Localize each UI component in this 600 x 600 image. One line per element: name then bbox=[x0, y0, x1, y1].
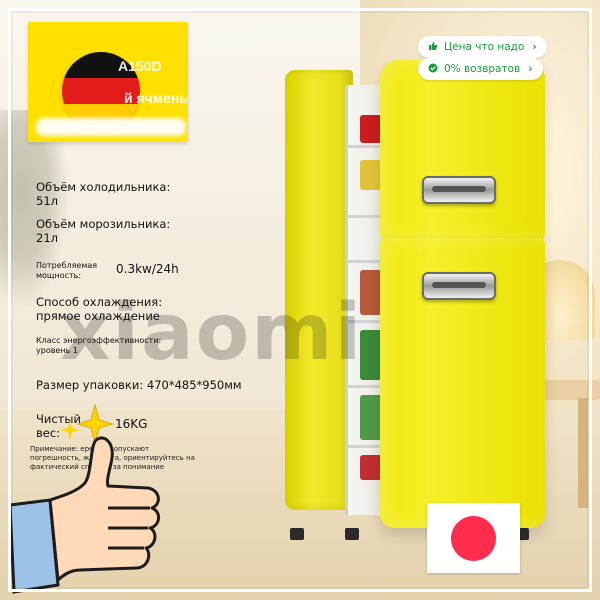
japan-flag-sun bbox=[451, 516, 496, 561]
fridge-shelf bbox=[345, 145, 390, 148]
table-leg bbox=[578, 398, 588, 508]
fridge-shelf bbox=[345, 320, 390, 323]
fridge-shelf bbox=[345, 215, 390, 218]
banner-subtitle: й ячмень bbox=[124, 90, 188, 106]
fridge-shelf bbox=[345, 260, 390, 263]
returns-badge[interactable]: 0% возвратов › bbox=[418, 58, 543, 80]
spec-power-value: 0.3kw/24h bbox=[116, 262, 179, 276]
fridge-foot bbox=[290, 528, 304, 540]
returns-badge-label: 0% возвратов bbox=[444, 63, 521, 75]
fridge-side-panel bbox=[285, 70, 353, 510]
chevron-right-icon: › bbox=[532, 41, 537, 53]
spec-energy-class: Класс энергоэффективности: уровень 1 bbox=[36, 336, 162, 355]
background-plant bbox=[0, 110, 70, 310]
thumbs-up-icon bbox=[428, 41, 438, 54]
spec-net-weight-value: 16KG bbox=[115, 417, 148, 431]
fridge-freezer-door bbox=[380, 60, 545, 240]
spec-power-label: Потребляемая мощность: bbox=[36, 261, 98, 280]
circle-check-icon bbox=[428, 63, 438, 76]
price-badge[interactable]: Цена что надо › bbox=[418, 36, 547, 58]
food-item bbox=[360, 115, 382, 143]
promo-banner: A150D й ячмень bbox=[28, 22, 188, 142]
price-badge-label: Цена что надо bbox=[444, 41, 525, 53]
spec-fridge-volume: Объём холодильника: 51л bbox=[36, 180, 171, 208]
food-item bbox=[360, 395, 382, 440]
spec-freezer-volume: Объём морозильника: 21л bbox=[36, 217, 171, 245]
spec-package-size: Размер упаковки: 470*485*950мм bbox=[36, 378, 242, 392]
fridge-shelf bbox=[345, 445, 390, 448]
banner-blurred-strip bbox=[36, 118, 186, 136]
brand-watermark: xiaomi bbox=[60, 288, 364, 378]
thumbs-up-icon bbox=[0, 400, 180, 600]
fridge-foot bbox=[345, 528, 359, 540]
chevron-right-icon: › bbox=[528, 63, 533, 75]
freezer-door-handle bbox=[422, 176, 496, 204]
japan-flag-icon bbox=[427, 503, 520, 573]
food-item bbox=[360, 270, 382, 315]
food-item bbox=[360, 330, 382, 380]
fridge-door-handle bbox=[422, 272, 496, 300]
fridge-shelf bbox=[345, 385, 390, 388]
note-line: Примечание: ерения допускают bbox=[30, 445, 150, 453]
spec-cooling-method: Способ охлаждения: прямое охлаждение bbox=[36, 295, 163, 323]
banner-model-text: A150D bbox=[118, 58, 162, 74]
food-item bbox=[360, 160, 382, 190]
food-item bbox=[360, 455, 382, 480]
